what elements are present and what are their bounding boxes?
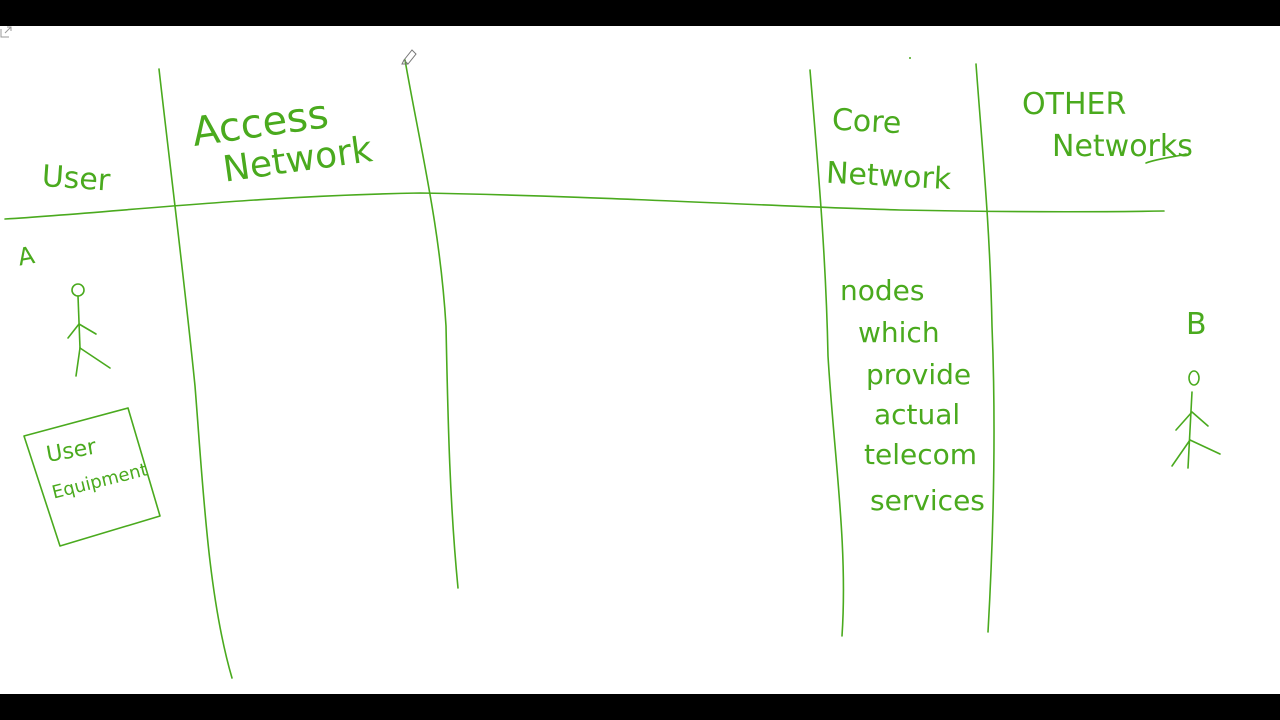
whiteboard-drawing: User Access Network Core Network OTHER N… [4, 49, 1221, 679]
core-note-line2: which [858, 316, 940, 349]
letterbox-top [0, 0, 1280, 26]
core-note-line5: telecom [864, 438, 977, 471]
user-equipment-label-line1: User [44, 434, 99, 467]
whiteboard-canvas[interactable]: User Access Network Core Network OTHER N… [0, 26, 1280, 694]
core-column-label-line2: Network [825, 156, 953, 198]
core-note-line4: actual [874, 398, 960, 431]
core-note-line3: provide [866, 358, 971, 391]
core-column-label-line1: Core [831, 103, 902, 142]
column-line-1 [158, 68, 233, 679]
column-line-4 [975, 63, 995, 633]
pen-cursor-icon [401, 49, 417, 65]
endpoint-a-label: A [16, 241, 38, 272]
user-equipment-label-line2: Equipment [50, 459, 150, 503]
horizontal-divider-line [4, 192, 1165, 220]
other-column-label-line2: Networks [1052, 129, 1193, 164]
expand-corner-icon[interactable] [0, 26, 12, 38]
column-line-2 [404, 59, 459, 589]
stick-figure-b [1171, 370, 1221, 469]
letterbox-bottom [0, 694, 1280, 720]
user-column-label: User [41, 159, 112, 199]
column-line-3 [809, 69, 845, 637]
stray-dot [909, 57, 911, 59]
core-note-line6: services [870, 484, 985, 517]
core-note-line1: nodes [840, 274, 924, 307]
networks-underline [1145, 153, 1187, 164]
user-equipment-box [23, 407, 161, 547]
endpoint-b-label: B [1186, 307, 1207, 342]
stick-figure-a [67, 283, 111, 377]
other-column-label-line1: OTHER [1022, 87, 1126, 122]
